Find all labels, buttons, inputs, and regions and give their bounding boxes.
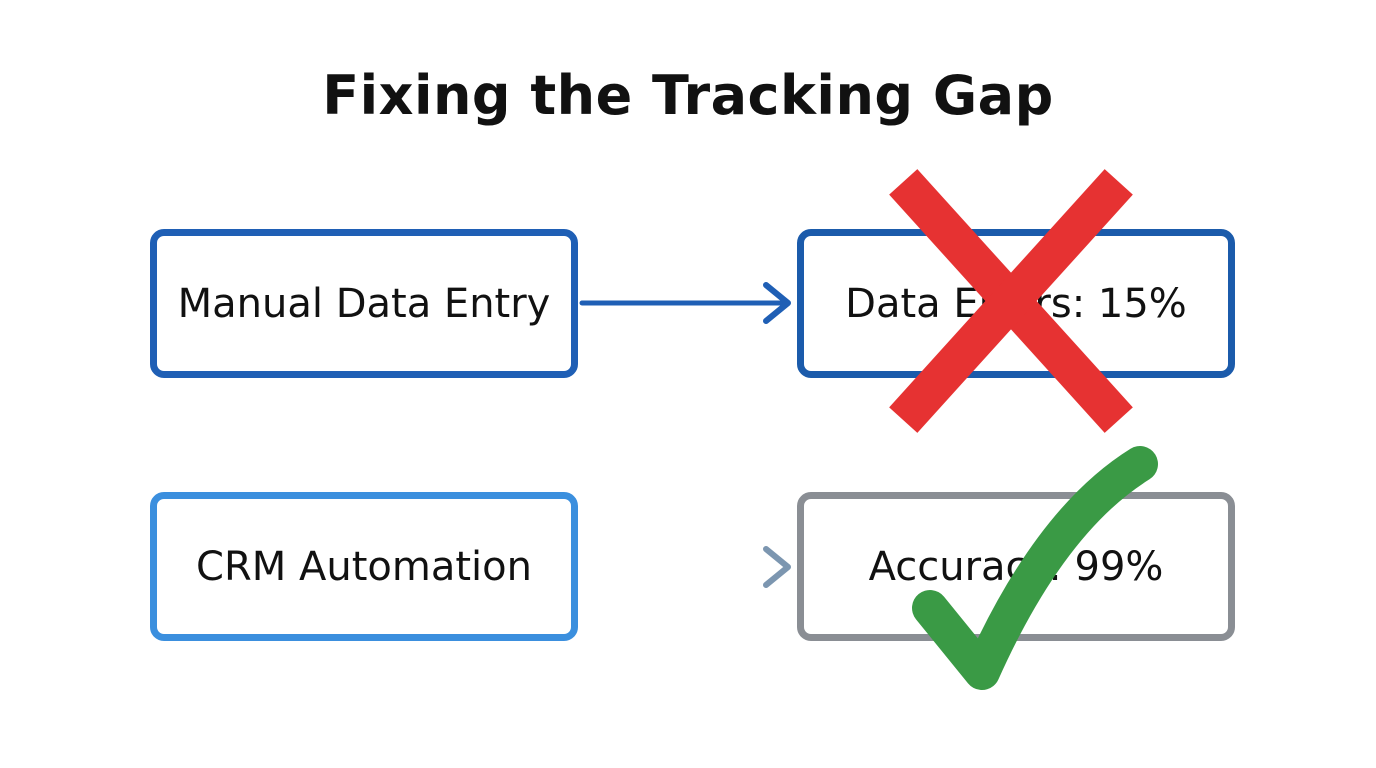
accuracy-label: Accuracy: 99% xyxy=(868,543,1164,590)
arrow-icon-row-2 xyxy=(579,546,791,588)
data-errors-box: Data Errors: 15% xyxy=(797,229,1235,378)
crm-automation-box: CRM Automation xyxy=(150,492,578,641)
diagram-title: Fixing the Tracking Gap xyxy=(322,64,1054,127)
manual-data-entry-label: Manual Data Entry xyxy=(177,280,551,327)
data-errors-label: Data Errors: 15% xyxy=(845,280,1187,327)
crm-automation-label: CRM Automation xyxy=(196,543,532,590)
accuracy-box: Accuracy: 99% xyxy=(797,492,1235,641)
manual-data-entry-box: Manual Data Entry xyxy=(150,229,578,378)
arrow-icon-row-1 xyxy=(579,282,791,324)
